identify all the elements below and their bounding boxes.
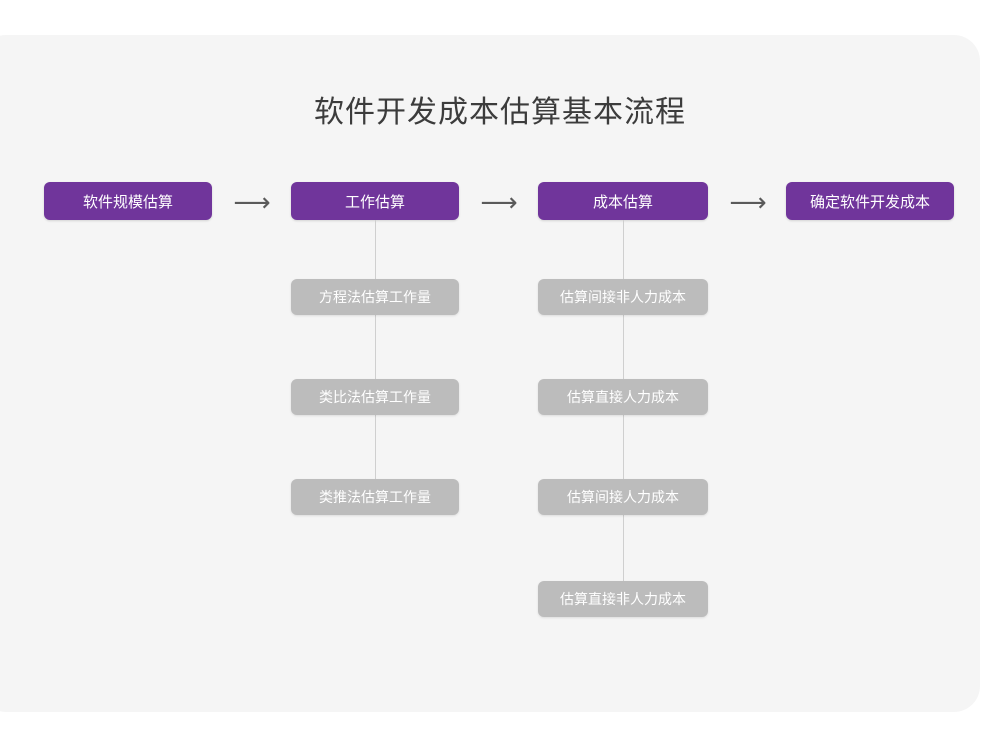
connector-line bbox=[623, 515, 624, 581]
substep-node-indirect-nonlabor-cost[interactable]: 估算间接非人力成本 bbox=[538, 279, 708, 315]
connector-line bbox=[623, 415, 624, 479]
substep-node-label: 类推法估算工作量 bbox=[319, 489, 431, 505]
connector-line bbox=[623, 315, 624, 379]
stage-node-label: 确定软件开发成本 bbox=[809, 193, 930, 211]
stage-node-label: 工作估算 bbox=[344, 193, 405, 211]
arrow-right-icon-1: ⟶ bbox=[233, 187, 271, 217]
page-title: 软件开发成本估算基本流程 bbox=[314, 96, 686, 129]
arrow-right-icon-2: ⟶ bbox=[480, 187, 518, 217]
substep-node-label: 方程法估算工作量 bbox=[319, 289, 431, 305]
substep-node-direct-nonlabor-cost[interactable]: 估算直接非人力成本 bbox=[538, 581, 708, 617]
substep-node-label: 估算直接非人力成本 bbox=[560, 591, 686, 607]
substep-node-extrapolation-method-effort[interactable]: 类推法估算工作量 bbox=[291, 479, 459, 515]
connector-line bbox=[375, 220, 376, 279]
substep-node-direct-labor-cost[interactable]: 估算直接人力成本 bbox=[538, 379, 708, 415]
substep-node-label: 估算间接非人力成本 bbox=[560, 289, 686, 305]
connector-line bbox=[623, 220, 624, 279]
substep-node-equation-method-effort[interactable]: 方程法估算工作量 bbox=[291, 279, 459, 315]
stage-node-cost-estimation[interactable]: 成本估算 bbox=[538, 182, 708, 220]
substep-node-label: 估算间接人力成本 bbox=[567, 489, 679, 505]
substep-node-analogy-method-effort[interactable]: 类比法估算工作量 bbox=[291, 379, 459, 415]
stage-node-label: 成本估算 bbox=[592, 193, 653, 211]
substep-node-indirect-labor-cost[interactable]: 估算间接人力成本 bbox=[538, 479, 708, 515]
substep-node-label: 估算直接人力成本 bbox=[567, 389, 679, 405]
connector-line bbox=[375, 415, 376, 479]
stage-node-work-estimation[interactable]: 工作估算 bbox=[291, 182, 459, 220]
arrow-right-icon-3: ⟶ bbox=[729, 187, 767, 217]
substep-node-label: 类比法估算工作量 bbox=[319, 389, 431, 405]
card-background bbox=[0, 35, 980, 712]
connector-line bbox=[375, 315, 376, 379]
stage-node-software-scale-estimation[interactable]: 软件规模估算 bbox=[44, 182, 212, 220]
stage-node-determine-development-cost[interactable]: 确定软件开发成本 bbox=[786, 182, 954, 220]
stage-node-label: 软件规模估算 bbox=[82, 193, 173, 211]
